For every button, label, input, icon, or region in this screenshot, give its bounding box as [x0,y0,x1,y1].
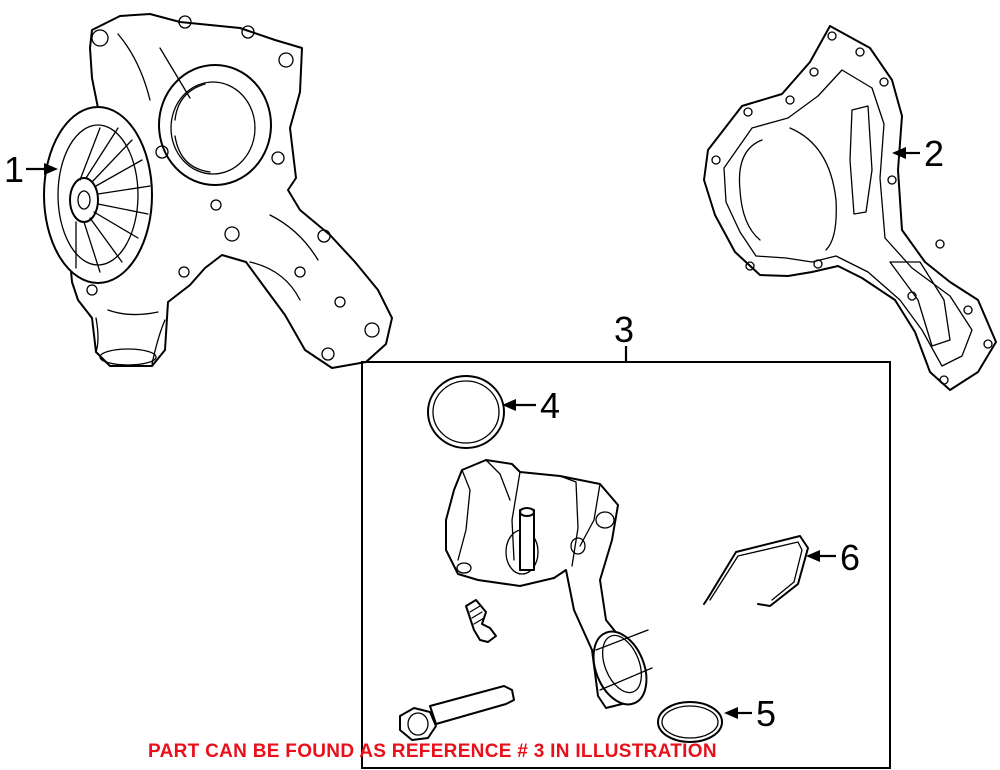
o-ring-large [427,375,505,449]
callout-1: 1 [4,149,24,190]
callout-5: 5 [756,693,776,734]
gasket [703,25,997,391]
water-pump-housing [43,13,393,369]
thermostat-housing [445,459,653,709]
callout-1-arrow [44,163,58,175]
callout-2-arrow [892,147,906,159]
callout-5-arrow [724,707,738,719]
callout-6: 6 [840,537,860,578]
o-ring-small [657,701,723,743]
callout-6-arrow [806,550,820,562]
callout-4-arrow [502,399,516,411]
small-bolt [465,599,497,643]
reference-note: PART CAN BE FOUND AS REFERENCE # 3 IN IL… [148,741,717,762]
callout-2: 2 [924,133,944,174]
long-bolt [399,685,515,741]
callout-3: 3 [614,309,634,350]
callout-4: 4 [540,385,560,426]
retaining-clip [703,535,809,607]
